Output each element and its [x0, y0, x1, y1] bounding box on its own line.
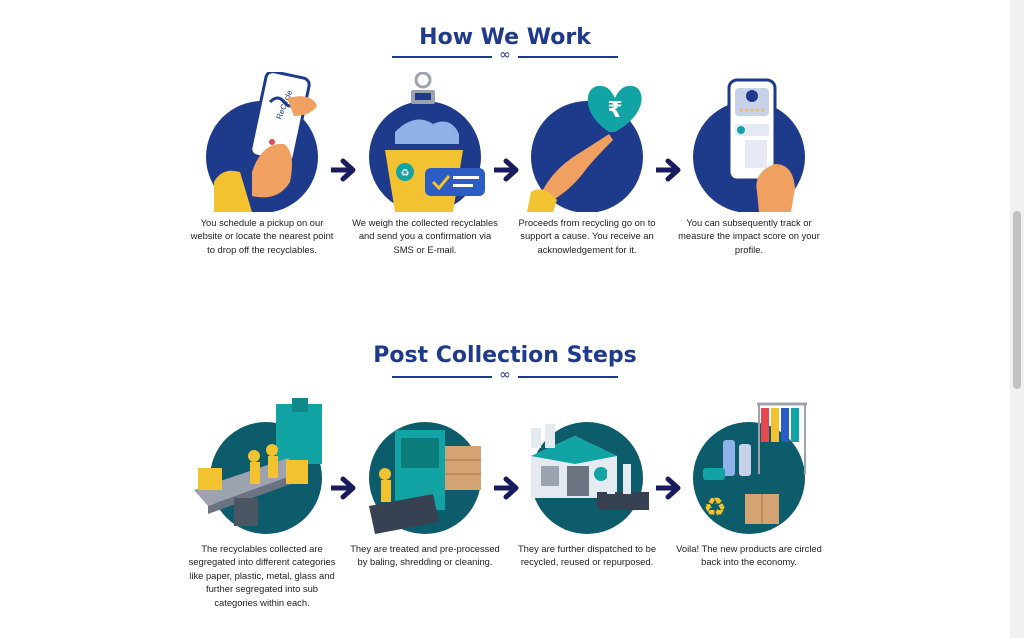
post-collection-title: Post Collection Steps: [373, 343, 637, 368]
page-scrollbar[interactable]: [1010, 0, 1024, 638]
svg-text:♻: ♻: [401, 168, 410, 179]
post-step-1-caption: The recyclables collected are segregated…: [188, 543, 336, 608]
svg-text:♻: ♻: [703, 493, 726, 523]
how-we-work-title: How We Work: [419, 25, 591, 50]
conveyor-sorting-icon: [192, 398, 332, 538]
how-step-3-caption: Proceeds from recycling go on to support…: [518, 217, 656, 255]
svg-text:₹: ₹: [607, 98, 622, 123]
post-step-3: They are further dispatched to be recycl…: [512, 398, 662, 569]
how-step-2: ♻ We weigh the collected recyclables and…: [350, 71, 500, 256]
post-step-1: The recyclables collected are segregated…: [187, 398, 337, 609]
arrow-right-icon: [494, 158, 519, 182]
infinity-icon: ∞: [499, 367, 511, 383]
how-step-3: ₹ Proceeds from recycling go on to suppo…: [512, 72, 662, 256]
post-step-2: They are treated and pre-processed by ba…: [350, 398, 500, 569]
how-we-work-divider: ∞: [392, 47, 618, 63]
infinity-icon: ∞: [499, 47, 511, 63]
post-step-4-caption: Voila! The new products are circled back…: [676, 543, 822, 568]
how-step-2-caption: We weigh the collected recyclables and s…: [352, 217, 498, 255]
rupee-heart-icon: ₹: [517, 72, 657, 213]
arrow-right-icon: [656, 158, 681, 182]
how-step-1-caption: You schedule a pickup on our website or …: [190, 217, 334, 255]
phone-profile-track-icon: ★★★★★: [679, 72, 819, 213]
arrow-right-icon: [656, 476, 681, 500]
how-step-1: ReCircle You schedule a pickup on our we…: [187, 70, 337, 256]
recycling-factory-icon: [517, 398, 657, 538]
post-collection-divider: ∞: [392, 367, 618, 383]
svg-text:★★★★★: ★★★★★: [739, 107, 766, 114]
weighing-scale-bin-icon: ♻: [355, 71, 495, 213]
arrow-right-icon: [331, 158, 356, 182]
baling-machine-icon: [355, 398, 495, 538]
phone-schedule-icon: ReCircle: [192, 70, 332, 213]
post-step-3-caption: They are further dispatched to be recycl…: [517, 543, 657, 568]
how-step-4: ★★★★★ You can subsequently track or meas…: [674, 72, 824, 256]
scrollbar-thumb[interactable]: [1013, 211, 1021, 389]
post-step-2-caption: They are treated and pre-processed by ba…: [350, 543, 500, 568]
post-step-4: ♻ Voila! The new products are circled ba…: [674, 398, 824, 569]
how-step-4-caption: You can subsequently track or measure th…: [678, 217, 820, 255]
arrow-right-icon: [494, 476, 519, 500]
new-products-icon: ♻: [679, 398, 819, 538]
arrow-right-icon: [331, 476, 356, 500]
